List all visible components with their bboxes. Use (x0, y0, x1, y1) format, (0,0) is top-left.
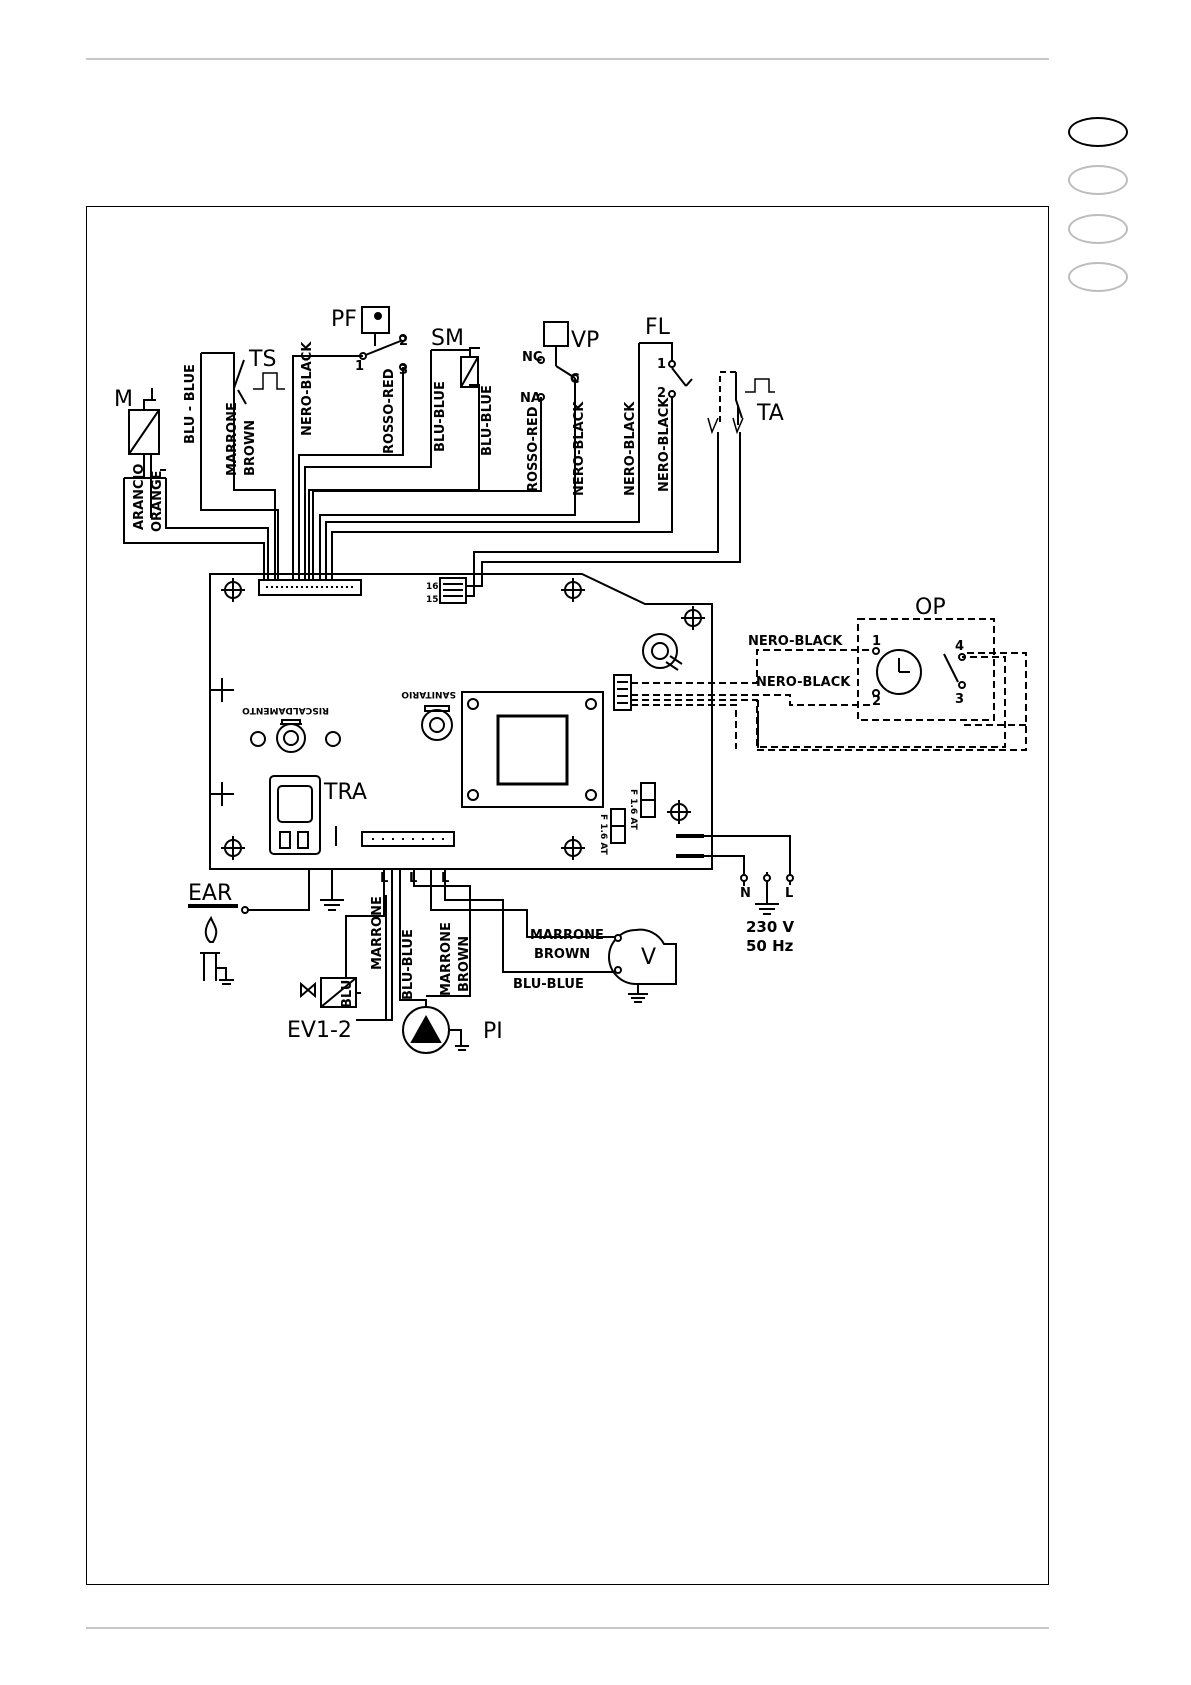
wire-brown-pi: BROWN (457, 936, 472, 992)
sanitario-label: SANITARIO (401, 689, 456, 699)
wire-nero-black-vp: NERO-BLACK (572, 401, 587, 496)
language-tab-2[interactable] (1068, 165, 1128, 195)
mains-terminal-l: L (785, 886, 793, 901)
label-op: OP (915, 595, 946, 620)
pf-terminal-3: 3 (399, 363, 408, 378)
wire-arancio: ARANCIO (132, 464, 147, 530)
wire-blu-blue: BLU - BLUE (183, 364, 198, 444)
vp-terminal-na: NA (520, 391, 541, 406)
pressure-switch-pf (361, 306, 390, 334)
wire-marrone-ev: MARRONE (370, 896, 385, 970)
adjustment-knob (642, 633, 683, 671)
burner (200, 952, 234, 985)
supply-frequency: 50 Hz (746, 937, 794, 955)
bottom-connector (361, 831, 455, 847)
label-sm: SM (431, 326, 464, 351)
label-ta: TA (756, 401, 784, 426)
mounting-holes (210, 578, 705, 860)
terminal-l-1: L (380, 871, 388, 886)
wire-blu-blue-sm1: BLU-BLUE (433, 381, 448, 452)
label-ear: EAR (188, 881, 232, 906)
valve-vp (543, 321, 569, 347)
wire-marrone: MARRONE (225, 402, 240, 476)
ta-connector (439, 577, 467, 604)
wire-rosso-red: ROSSO-RED (382, 368, 397, 454)
wire-blu: BLU (340, 980, 355, 1008)
wire-nero-black-fl1: NERO-BLACK (623, 401, 638, 496)
footer-rule (86, 1627, 1049, 1629)
wire-rosso-red-vp: ROSSO-RED (526, 406, 541, 492)
fl-terminal-1: 1 (657, 357, 666, 372)
riscaldamento-label: RISCALDAMENTO (242, 705, 329, 715)
pf-terminal-1: 1 (355, 359, 364, 374)
main-connector (258, 579, 362, 596)
supply-voltage: 230 V (746, 918, 795, 936)
label-fl: FL (645, 315, 671, 340)
mains-terminal-n: N (740, 886, 751, 901)
wire-blu-blue-pi: BLU-BLUE (401, 929, 416, 1000)
label-vp: VP (571, 328, 599, 353)
op-terminal-1: 1 (872, 634, 881, 649)
fuse-label-2: F 1.6 AT (598, 814, 608, 856)
label-pf: PF (331, 307, 357, 332)
op-connector (613, 674, 632, 711)
op-terminal-4: 4 (955, 639, 964, 654)
language-tab-4[interactable] (1068, 262, 1128, 292)
vp-terminal-nc: NC (522, 350, 542, 365)
label-v: V (641, 945, 656, 970)
vp-terminal-c: C (570, 372, 580, 387)
transformer (461, 691, 604, 808)
terminal-l-3: L (441, 871, 449, 886)
label-tra: TRA (323, 780, 367, 805)
fl-terminal-2: 2 (657, 386, 666, 401)
connector-pin-15: 15 (426, 595, 439, 605)
pf-terminal-2: 2 (399, 334, 408, 349)
wire-orange: ORANGE (150, 470, 165, 532)
connector-pin-16: 16 (426, 582, 439, 592)
label-ev: EV1-2 (287, 1018, 352, 1043)
control-board-outline (209, 573, 713, 870)
op-terminal-2: 2 (872, 694, 881, 709)
dhw-potentiometer (421, 705, 453, 741)
ignition-transformer (269, 775, 337, 855)
wire-blu-blue-v: BLU-BLUE (513, 977, 584, 992)
wire-nero-black-fl2: NERO-BLACK (657, 397, 672, 492)
programmer-op (857, 618, 995, 721)
language-tab-1[interactable] (1068, 117, 1128, 147)
diagram-frame (86, 206, 1049, 1585)
wire-marrone-pi: MARRONE (439, 922, 454, 996)
language-tab-3[interactable] (1068, 214, 1128, 244)
wire-blu-blue-sm2: BLU-BLUE (480, 385, 495, 456)
wire-marrone-v: MARRONE (530, 928, 604, 943)
terminal-l-2: L (409, 871, 417, 886)
wire-nero-black-op1: NERO-BLACK (748, 634, 843, 649)
fuse-label-1: F 1.6 AT (628, 789, 638, 831)
room-thermostat-ta (719, 371, 736, 426)
fuses (610, 782, 656, 844)
label-ts: TS (248, 347, 276, 372)
op-terminal-3: 3 (955, 692, 964, 707)
wire-brown: BROWN (243, 420, 258, 476)
label-m: M (114, 387, 133, 412)
wire-nero-black: NERO-BLACK (300, 341, 315, 436)
wire-brown-v: BROWN (534, 947, 590, 962)
wire-nero-black-op2: NERO-BLACK (756, 675, 851, 690)
label-pi: PI (483, 1019, 503, 1044)
heating-potentiometer (250, 719, 341, 753)
header-rule (86, 58, 1049, 60)
